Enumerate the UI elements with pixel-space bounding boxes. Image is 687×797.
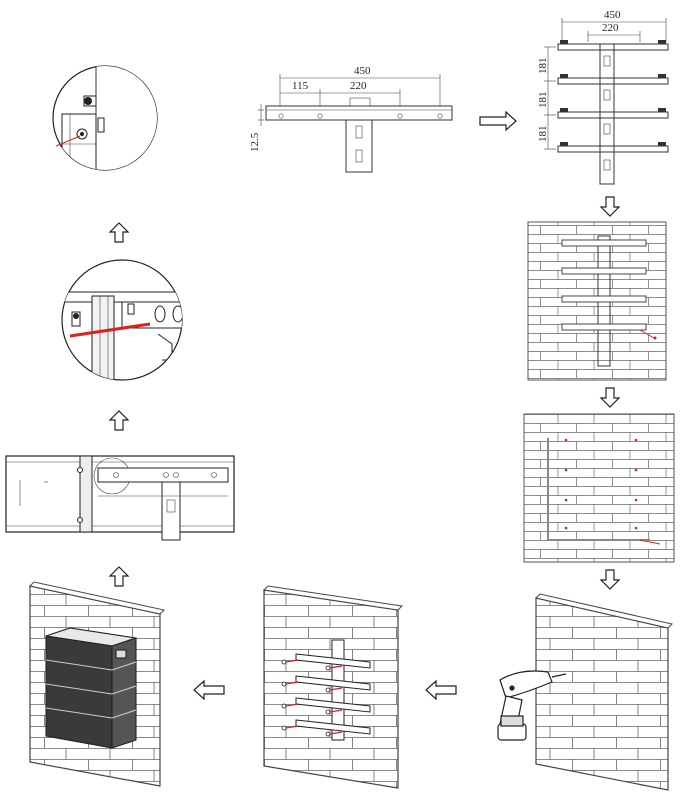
- stack-spacing-2-label: 181: [537, 92, 549, 109]
- step-brackets-screwed: [262, 585, 404, 789]
- arrow-left-icon: [193, 679, 225, 701]
- drill-icon: [497, 670, 567, 741]
- dim-total-label: 450: [354, 65, 371, 77]
- battery-module-stack: [45, 627, 137, 749]
- arrow-up-icon: [108, 222, 130, 243]
- stack-dim-total-label: 450: [604, 9, 621, 21]
- stack-spacing-1-label: 181: [537, 58, 549, 75]
- arrow-down-icon: [599, 569, 621, 590]
- arrow-up-icon: [108, 566, 130, 587]
- arrow-down-icon: [599, 387, 621, 408]
- step-battery-mounted: [28, 581, 166, 787]
- arrow-left-icon: [425, 679, 457, 701]
- dim-height-label: 12.5: [249, 132, 261, 152]
- step-marked-wall: [523, 413, 675, 563]
- step-drilling: [497, 593, 673, 791]
- step-battery-side-view: [5, 455, 235, 541]
- step-brackets-on-wall: [527, 221, 667, 381]
- dim-center-label: 220: [350, 80, 367, 92]
- stack-dim-center-label: 220: [602, 22, 619, 34]
- stack-spacing-3-label: 181: [537, 126, 549, 143]
- detail-screw-fastening: [52, 65, 158, 171]
- step-bracket-dimensions: 450 115 220 12.5: [249, 65, 453, 173]
- arrow-right-icon: [479, 110, 517, 132]
- detail-hook-engagement: [61, 259, 183, 381]
- arrow-down-icon: [599, 196, 621, 217]
- dim-side-label: 115: [292, 80, 309, 92]
- step-bracket-stack: 450 220 181 181 181: [537, 9, 669, 185]
- arrow-up-icon: [108, 410, 130, 431]
